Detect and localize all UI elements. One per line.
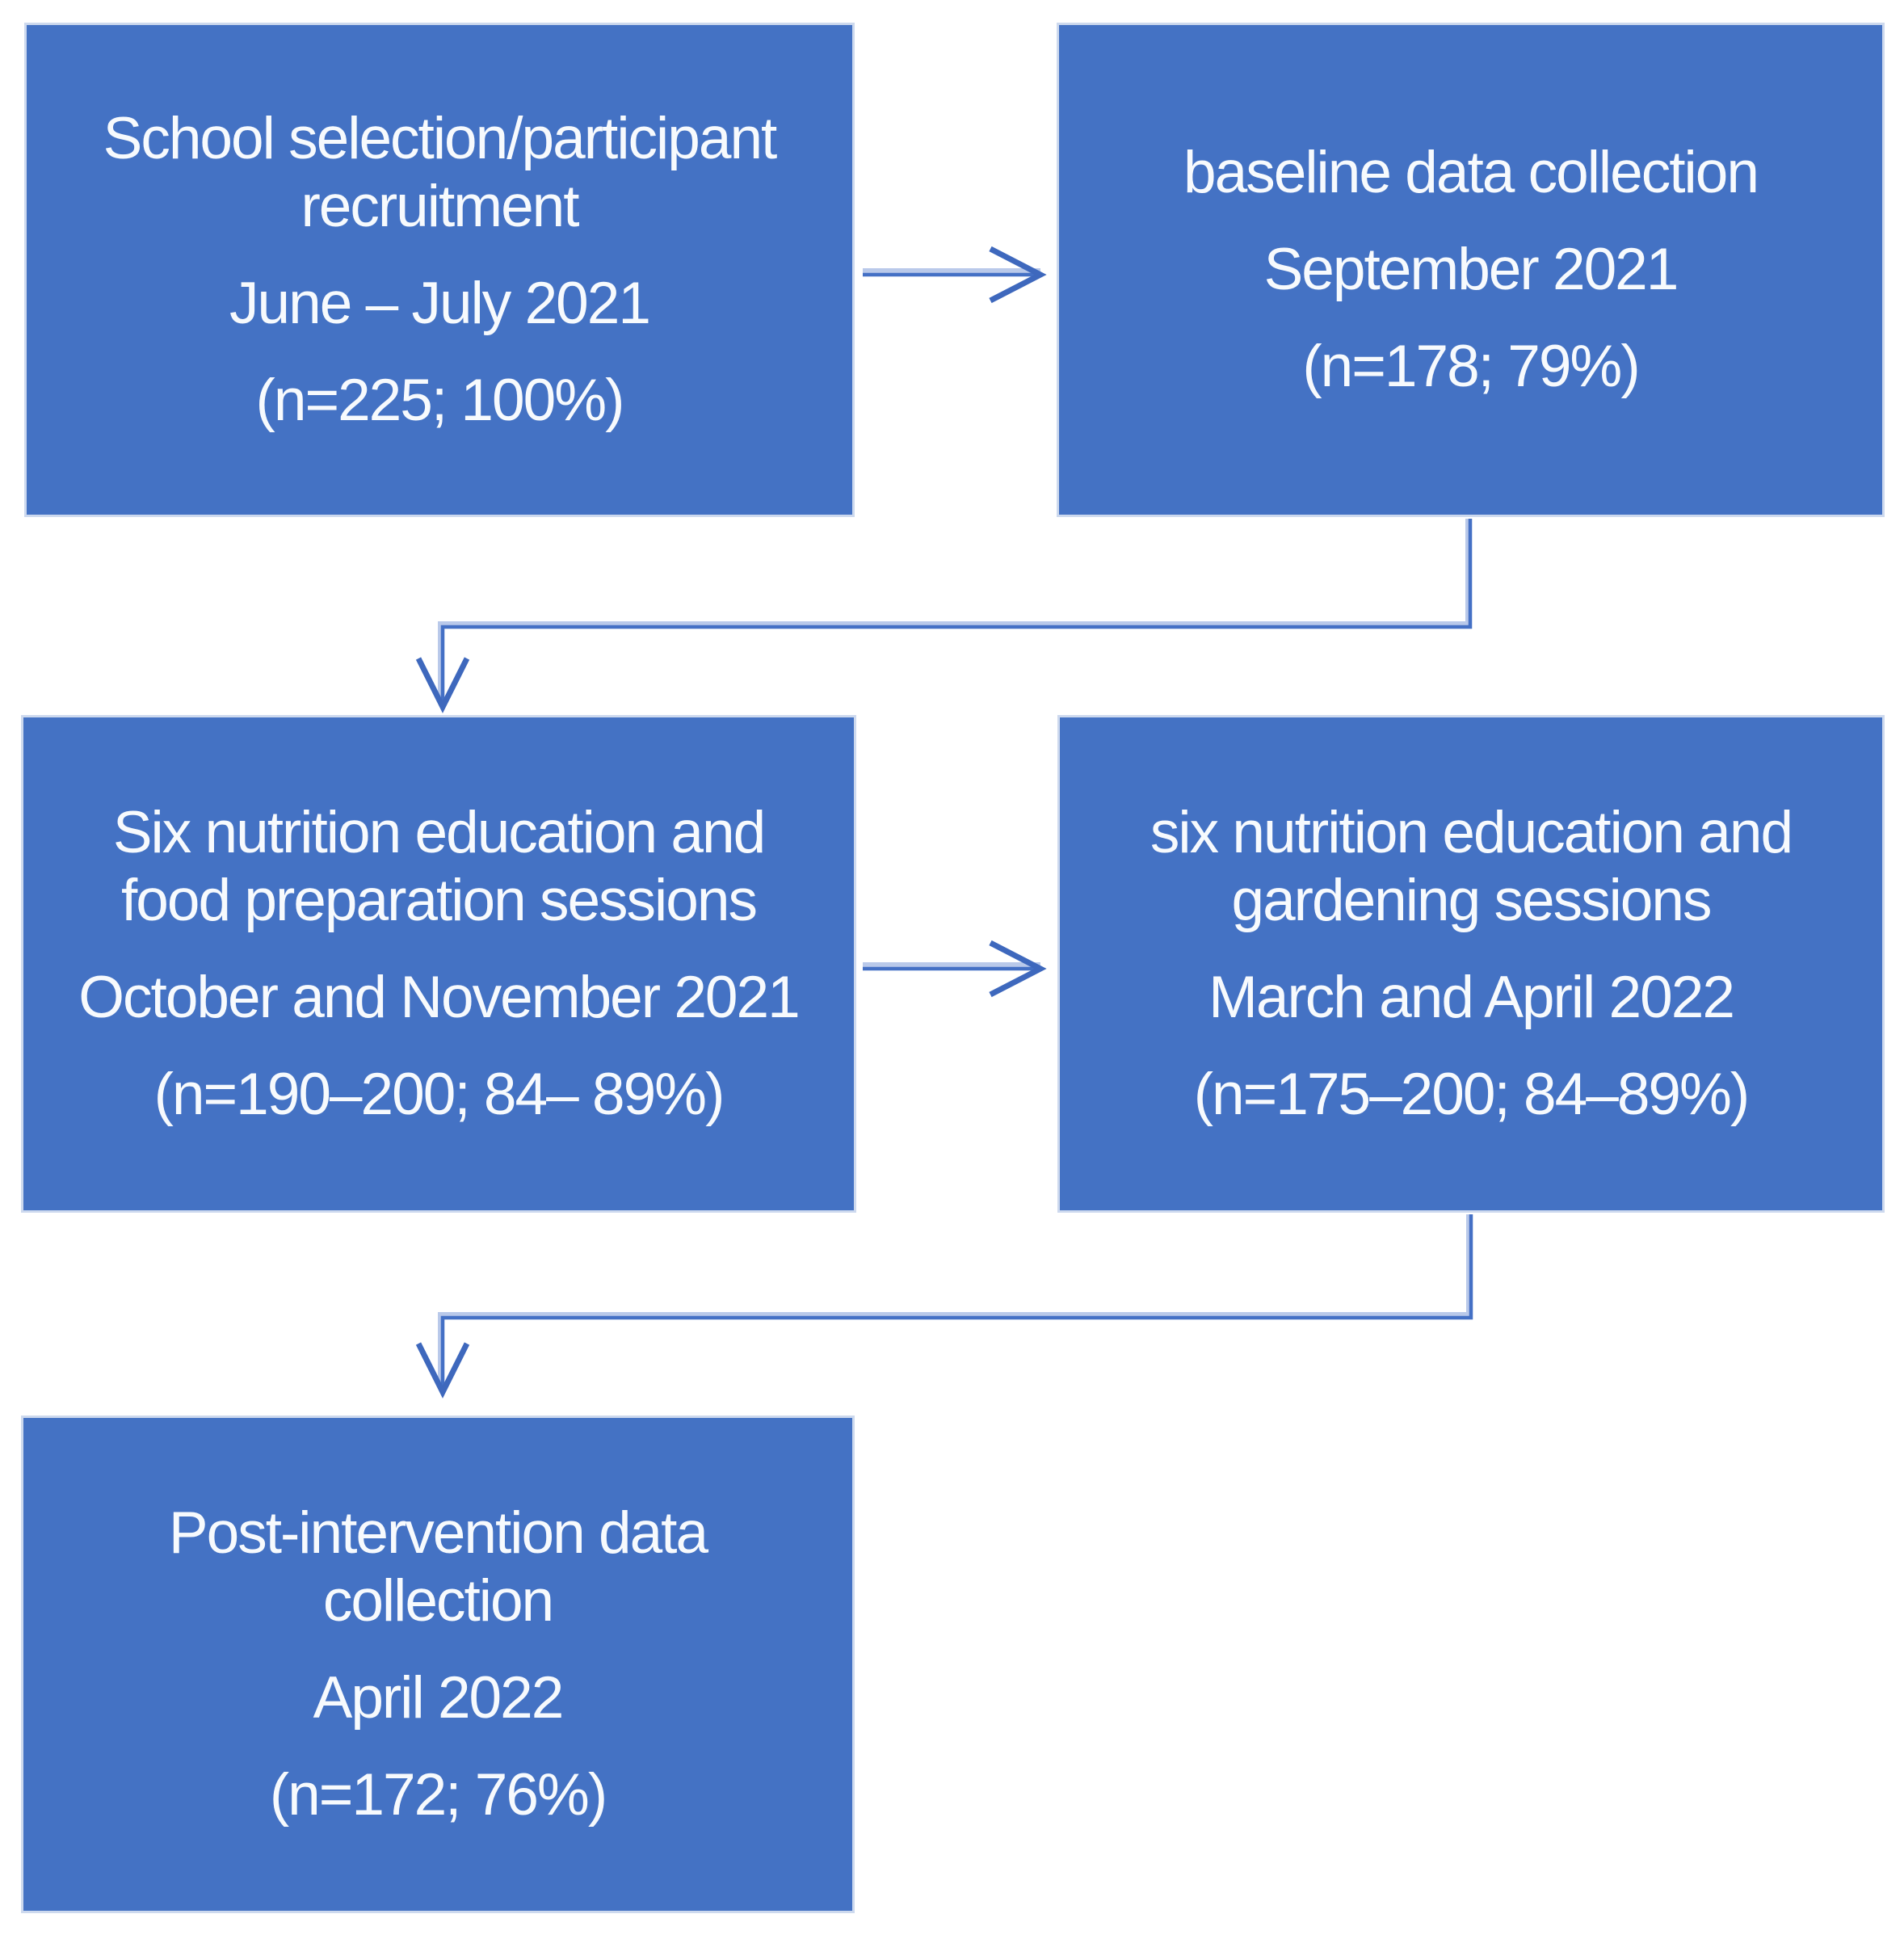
box-postintervention-stats: (n=172; 76%): [269, 1762, 607, 1828]
connector-gardening-to-postintervention-icon: [415, 1214, 1473, 1399]
box-foodprep-date: October and November 2021: [78, 965, 800, 1030]
box-baseline-stats: (n=178; 79%): [1302, 334, 1640, 399]
box-school-selection: School selection/participant recruitment…: [24, 23, 855, 517]
arrow-foodprep-to-gardening-icon: [863, 940, 1047, 998]
box-post-intervention: Post-intervention data collection April …: [21, 1415, 855, 1913]
box-postintervention-date: April 2022: [313, 1665, 565, 1731]
box-title-line: gardening sessions: [1231, 868, 1712, 933]
box-baseline-date: September 2021: [1263, 237, 1679, 302]
box-title-line: collection: [322, 1568, 554, 1634]
box-nutrition-gardening: six nutrition education and gardening se…: [1057, 715, 1885, 1213]
arrow-recruitment-to-baseline-icon: [863, 246, 1047, 304]
box-school-selection-stats: (n=225; 100%): [255, 368, 625, 433]
box-gardening-date: March and April 2022: [1208, 965, 1735, 1030]
box-title-line: recruitment: [301, 174, 579, 239]
box-foodprep-stats: (n=190–200; 84– 89%): [153, 1062, 725, 1127]
box-gardening-stats: (n=175–200; 84–89%): [1193, 1062, 1751, 1127]
box-title-line: Post-intervention data: [168, 1500, 708, 1566]
box-baseline-data-collection: baseline data collection September 2021 …: [1057, 23, 1885, 517]
box-title-line: food preparation sessions: [121, 868, 758, 933]
box-school-selection-date: June – July 2021: [229, 271, 651, 336]
box-baseline-title: baseline data collection: [1183, 139, 1759, 207]
box-postintervention-title: Post-intervention data collection: [168, 1500, 708, 1635]
box-title-line: six nutrition education and: [1150, 800, 1793, 865]
box-foodprep-title: Six nutrition education and food prepara…: [112, 799, 766, 935]
box-title-line: Six nutrition education and: [112, 800, 766, 865]
box-school-selection-title: School selection/participant recruitment: [103, 105, 778, 241]
box-title-line: School selection/participant: [103, 106, 778, 171]
box-title-line: baseline data collection: [1183, 140, 1759, 205]
connector-baseline-to-foodprep-icon: [415, 519, 1473, 713]
box-nutrition-food-preparation: Six nutrition education and food prepara…: [21, 715, 856, 1213]
box-gardening-title: six nutrition education and gardening se…: [1150, 799, 1793, 935]
